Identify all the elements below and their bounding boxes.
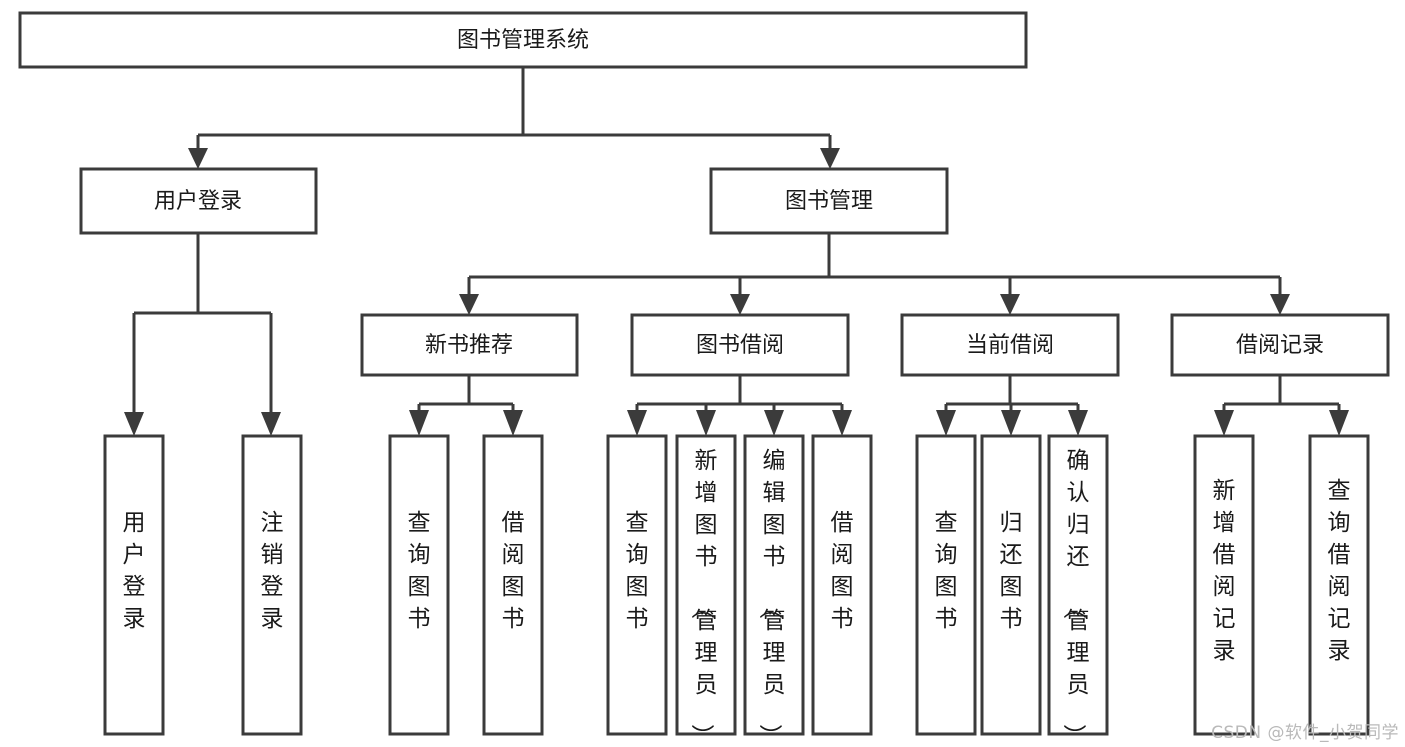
leaf-confirm-return-admin[interactable]: 确认归还（管理员） <box>1047 434 1109 747</box>
node-current-borrow-label: 当前借阅 <box>966 333 1054 358</box>
leaf-query-book-1[interactable]: 查询图书 <box>388 434 450 736</box>
node-root-label: 图书管理系统 <box>457 28 589 53</box>
leaf-add-borrow-record-box[interactable] <box>1193 434 1255 736</box>
node-new-book-recommend-box[interactable] <box>360 313 579 377</box>
leaf-query-book-2-box[interactable] <box>606 434 668 736</box>
leaf-logout-login-label: 注销登录 <box>261 510 284 632</box>
node-borrow-record-label: 借阅记录 <box>1236 333 1324 358</box>
node-current-borrow-box[interactable] <box>900 313 1120 377</box>
leaf-borrow-book-2-label: 借阅图书 <box>831 510 854 632</box>
leaf-query-borrow-record-box[interactable] <box>1308 434 1370 736</box>
leaf-edit-book-admin[interactable]: 编辑图书（管理员） <box>743 434 805 747</box>
leaf-borrow-book-1-box[interactable] <box>482 434 544 736</box>
node-borrow-record[interactable]: 借阅记录 <box>1170 313 1390 377</box>
node-book-borrow-label: 图书借阅 <box>696 333 784 358</box>
leaf-add-book-admin-box[interactable] <box>675 434 737 736</box>
node-book-borrow-box[interactable] <box>630 313 850 377</box>
leaf-return-book-label: 归还图书 <box>1000 510 1023 632</box>
node-root[interactable]: 图书管理系统 <box>18 11 1028 69</box>
leaf-borrow-book-1[interactable]: 借阅图书 <box>482 434 544 736</box>
node-new-book-recommend[interactable]: 新书推荐 <box>360 313 579 377</box>
node-current-borrow[interactable]: 当前借阅 <box>900 313 1120 377</box>
leaf-edit-book-admin-box[interactable] <box>743 434 805 736</box>
leaf-query-book-2-label: 查询图书 <box>626 510 649 632</box>
leaf-edit-book-admin-label: 编辑图书（管理员） <box>757 448 786 747</box>
connector-group-root <box>188 67 840 169</box>
leaf-user-login-box[interactable] <box>103 434 165 736</box>
leaf-user-login[interactable]: 用户登录 <box>103 434 165 736</box>
leaf-confirm-return-admin-box[interactable] <box>1047 434 1109 736</box>
leaf-query-book-2[interactable]: 查询图书 <box>606 434 668 736</box>
leaf-borrow-book-2[interactable]: 借阅图书 <box>811 434 873 736</box>
node-new-book-recommend-label: 新书推荐 <box>425 333 513 358</box>
connector-group-user-login <box>124 233 281 436</box>
leaf-query-borrow-record[interactable]: 查询借阅记录 <box>1308 434 1370 736</box>
leaf-return-book-box[interactable] <box>980 434 1042 736</box>
csdn-watermark: CSDN @软件_小贺同学 <box>1211 723 1399 743</box>
leaf-logout-login-box[interactable] <box>241 434 303 736</box>
leaf-borrow-book-2-box[interactable] <box>811 434 873 736</box>
node-book-borrow[interactable]: 图书借阅 <box>630 313 850 377</box>
leaf-query-book-3-label: 查询图书 <box>935 510 958 632</box>
connector-group-book-borrow <box>627 375 852 436</box>
leaf-add-borrow-record[interactable]: 新增借阅记录 <box>1193 434 1255 736</box>
node-user-login[interactable]: 用户登录 <box>79 167 318 235</box>
node-user-login-label: 用户登录 <box>154 189 242 214</box>
node-user-login-box[interactable] <box>79 167 318 235</box>
leaf-query-book-3[interactable]: 查询图书 <box>915 434 977 736</box>
connector-group-current-borrow <box>936 375 1088 436</box>
leaf-query-book-1-label: 查询图书 <box>408 510 431 632</box>
node-book-manage-box[interactable] <box>709 167 949 235</box>
leaf-query-book-3-box[interactable] <box>915 434 977 736</box>
connector-group-borrow-record <box>1214 375 1349 436</box>
leaf-query-book-1-box[interactable] <box>388 434 450 736</box>
node-book-manage[interactable]: 图书管理 <box>709 167 949 235</box>
leaf-return-book[interactable]: 归还图书 <box>980 434 1042 736</box>
leaf-add-book-admin-label: 新增图书（管理员） <box>689 448 718 747</box>
connector-group-book-manage <box>459 233 1290 315</box>
leaf-add-borrow-record-label: 新增借阅记录 <box>1213 478 1236 664</box>
leaf-logout-login[interactable]: 注销登录 <box>241 434 303 736</box>
node-borrow-record-box[interactable] <box>1170 313 1390 377</box>
node-root-box[interactable] <box>18 11 1028 69</box>
connector-group-new-book-recommend <box>409 375 523 436</box>
leaf-add-book-admin[interactable]: 新增图书（管理员） <box>675 434 737 747</box>
leaf-query-borrow-record-label: 查询借阅记录 <box>1328 478 1351 664</box>
leaf-borrow-book-1-label: 借阅图书 <box>502 510 525 632</box>
leaf-confirm-return-admin-label: 确认归还（管理员） <box>1061 448 1090 747</box>
leaf-user-login-label: 用户登录 <box>123 510 146 632</box>
node-book-manage-label: 图书管理 <box>785 189 873 214</box>
